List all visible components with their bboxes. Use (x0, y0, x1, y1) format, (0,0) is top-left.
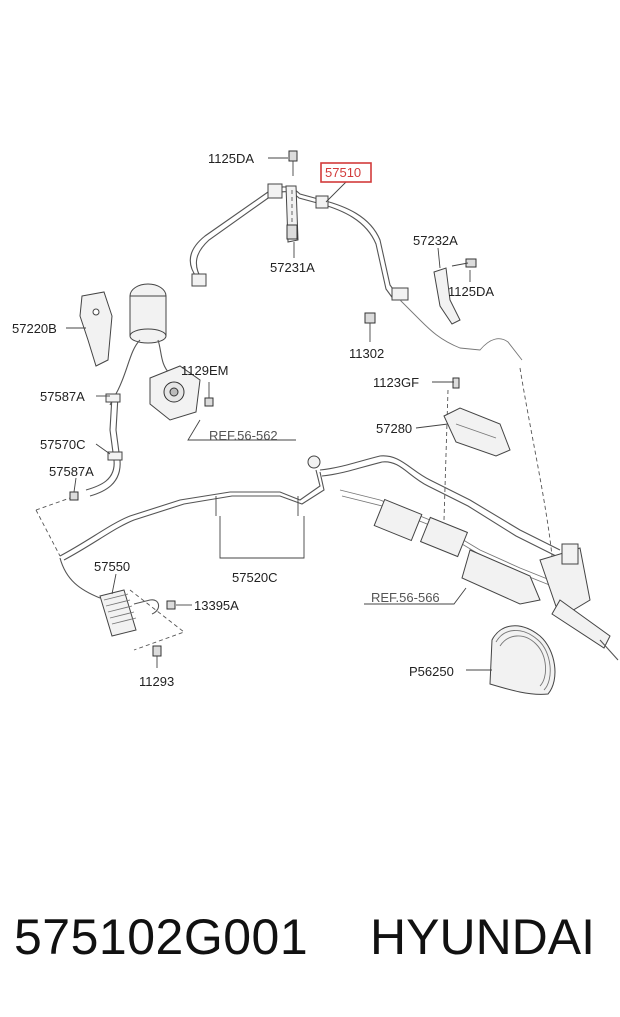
hose-end-fitting (191, 273, 207, 287)
bracket-57220B (79, 291, 113, 367)
pressure-hose-57510 (189, 183, 523, 361)
parts-diagram: 1125DA 57510 57231A 57232A 1125DA 57220B… (12, 150, 619, 695)
hose-joint (315, 195, 329, 209)
label-1125DA-top: 1125DA (208, 151, 254, 166)
fitting-11302 (364, 312, 376, 342)
bracket-57231A (285, 185, 299, 243)
steering-gear (319, 455, 619, 661)
bracket-57232A (433, 258, 477, 325)
label-57220B: 57220B (12, 321, 57, 336)
label-ref-56-566[interactable]: REF.56-566 (371, 590, 440, 605)
bolt-13395A (166, 600, 176, 610)
label-11302: 11302 (349, 346, 384, 361)
oil-cooler-57550 (59, 557, 160, 637)
label-57587A-2: 57587A (49, 464, 94, 479)
dashed-outline-left (35, 497, 185, 651)
label-57570C: 57570C (40, 437, 86, 452)
label-57232A: 57232A (413, 233, 458, 248)
label-57550: 57550 (94, 559, 130, 574)
brand-name: HYUNDAI (370, 909, 596, 965)
leader-lines (66, 157, 492, 671)
label-ref-56-562[interactable]: REF.56-562 (209, 428, 278, 443)
part-number: 575102G001 (14, 909, 309, 965)
label-57231A: 57231A (270, 260, 315, 275)
bolt-1125DA-top (288, 150, 298, 176)
label-1125DA-right: 1125DA (448, 284, 494, 299)
bolt-11293 (152, 645, 162, 668)
label-1123GF: 1123GF (373, 375, 419, 390)
label-13395A: 13395A (194, 598, 239, 613)
label-11293: 11293 (139, 674, 174, 689)
label-57587A-1: 57587A (40, 389, 85, 404)
dashed-line-gear-2 (443, 389, 449, 521)
return-tube-57520C (59, 455, 325, 561)
return-hose-57570C (69, 393, 123, 501)
label-57510[interactable]: 57510 (325, 165, 361, 180)
label-57520C: 57520C (232, 570, 278, 585)
reservoir-assembly (109, 283, 171, 406)
pump-assembly (149, 365, 214, 421)
label-1129EM: 1129EM (181, 363, 228, 378)
label-P56250: P56250 (409, 664, 454, 679)
boot-cover-P56250 (489, 625, 556, 695)
label-57280: 57280 (376, 421, 412, 436)
hose-clamp (267, 183, 283, 199)
highlight-box (320, 162, 372, 183)
dashed-line-gear (519, 367, 553, 557)
hose-fitting (391, 287, 409, 301)
heat-shield-57280 (443, 377, 511, 457)
